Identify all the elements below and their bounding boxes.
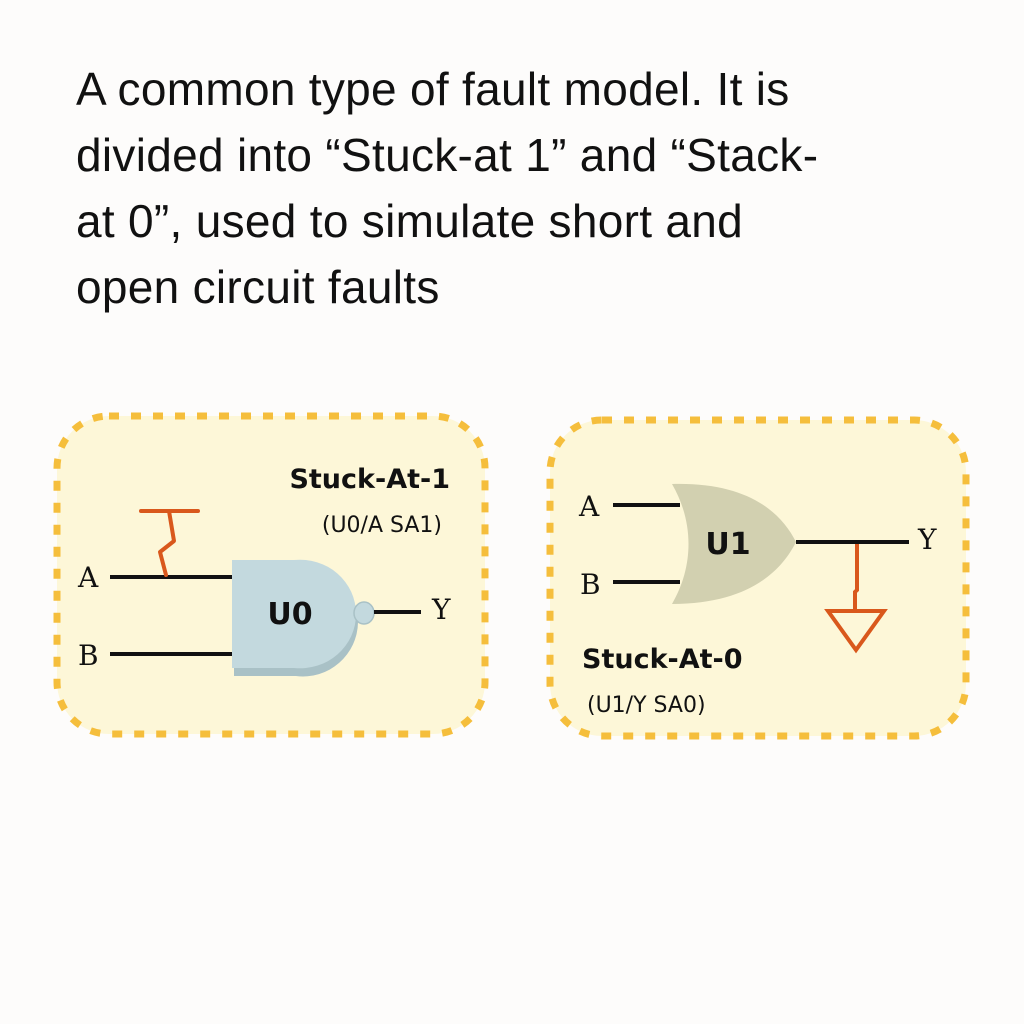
nand-gate-icon [232, 559, 375, 677]
gate-label: U0 [267, 597, 312, 632]
tie-high-icon [139, 509, 200, 577]
caption-text: A common type of fault model. It is divi… [76, 56, 976, 320]
output-label-y: Y [431, 593, 451, 626]
ground-icon [824, 544, 888, 654]
input-label-a: A [578, 490, 600, 523]
caption-line: divided into “Stuck-at 1” and “Stack- [76, 129, 819, 181]
fault-subtitle: (U1/Y SA0) [587, 693, 706, 718]
fault-title: Stuck-At-1 [289, 464, 450, 495]
input-label-a: A [77, 561, 99, 594]
or-gate-icon [672, 483, 796, 604]
input-label-b: B [580, 568, 601, 601]
gate-label: U1 [705, 527, 750, 562]
output-label-y: Y [917, 523, 937, 556]
fault-subtitle: (U0/A SA1) [322, 513, 442, 538]
panel-stuck-at-1: Stuck-At-1 (U0/A SA1) U0 A B Y [53, 412, 489, 738]
input-label-b: B [78, 639, 99, 672]
caption-line: at 0”, used to simulate short and [76, 195, 744, 247]
caption-line: open circuit faults [76, 261, 440, 313]
caption-line: A common type of fault model. It is [76, 63, 790, 115]
fault-title: Stuck-At-0 [582, 644, 743, 675]
panel-stuck-at-0: U1 A B Y Stuck-At-0 (U1/Y SA0) [546, 416, 970, 740]
